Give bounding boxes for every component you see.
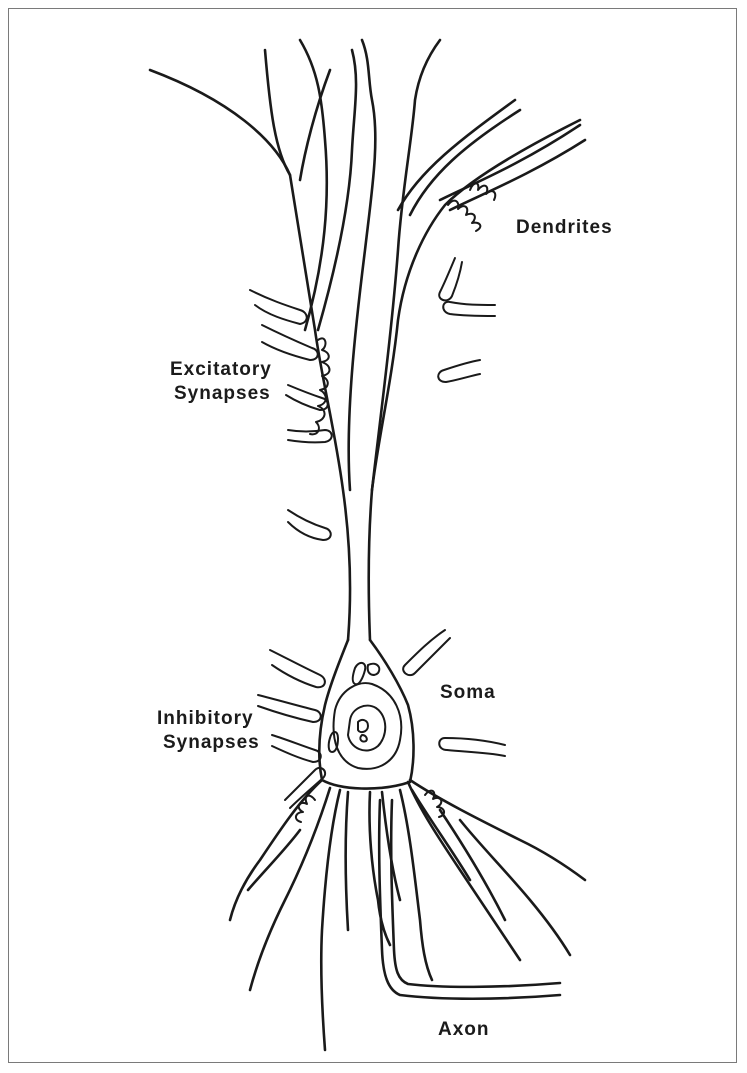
basal-dendrites	[230, 780, 585, 1050]
apical-dendrite-trunk	[150, 40, 585, 640]
label-soma: Soma	[440, 681, 496, 705]
label-inhibitory-line1: Inhibitory	[157, 707, 260, 731]
label-axon: Axon	[438, 1018, 490, 1042]
label-inhibitory-line2: Synapses	[163, 731, 260, 755]
label-dendrites: Dendrites	[516, 216, 613, 240]
label-inhibitory-synapses: Inhibitory Synapses	[157, 707, 260, 755]
label-axon-text: Axon	[438, 1018, 490, 1042]
label-soma-text: Soma	[440, 681, 496, 705]
label-excitatory-synapses: Excitatory Synapses	[170, 358, 272, 406]
dendritic-spines	[310, 183, 495, 434]
label-dendrites-text: Dendrites	[516, 216, 613, 240]
label-excitatory-line2: Synapses	[174, 382, 272, 406]
label-excitatory-line1: Excitatory	[170, 358, 272, 382]
soma-body	[319, 640, 413, 789]
